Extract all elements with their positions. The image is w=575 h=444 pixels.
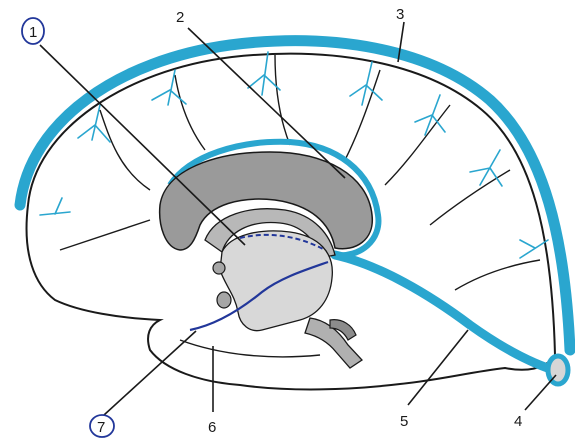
- leader-4: [525, 375, 556, 410]
- label-1: 1: [29, 24, 37, 41]
- label-2: 2: [176, 9, 184, 26]
- label-6: 6: [208, 419, 216, 436]
- label-5: 5: [400, 413, 408, 430]
- label-3: 3: [396, 6, 404, 23]
- label-7: 7: [97, 419, 105, 436]
- label-4: 4: [514, 413, 522, 430]
- optic-chiasm: [217, 292, 231, 308]
- anterior-commissure: [213, 262, 225, 274]
